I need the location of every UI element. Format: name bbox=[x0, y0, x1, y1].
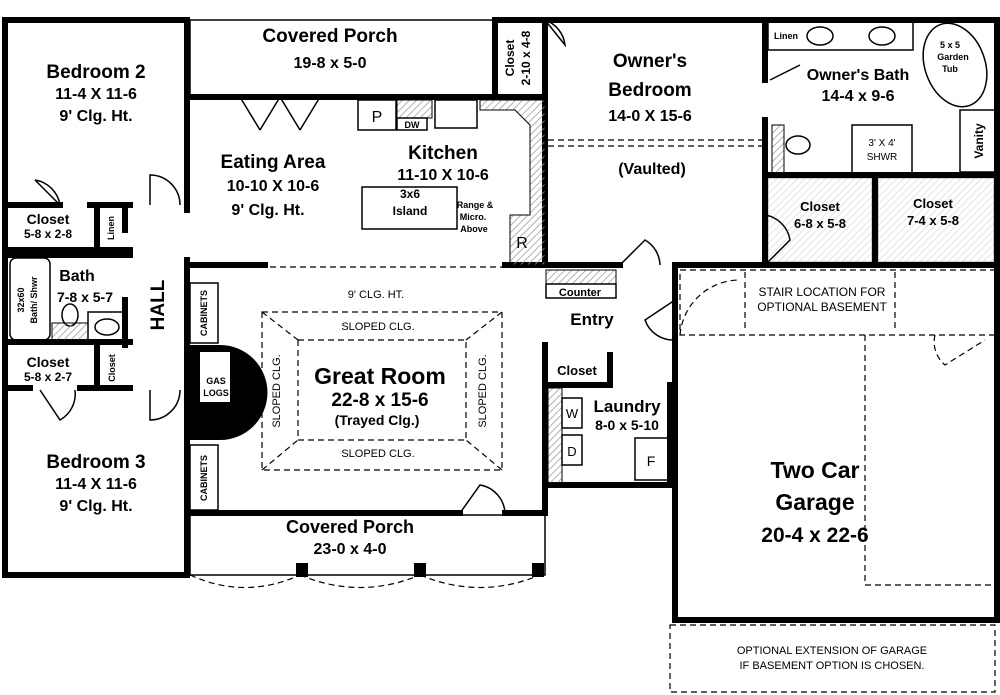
bedroom3-dims: 11-4 X 11-6 bbox=[55, 476, 137, 493]
shower-label-1: 3' X 4' bbox=[868, 138, 895, 149]
garage-ext-label-2: IF BASEMENT OPTION IS CHOSEN. bbox=[740, 660, 925, 672]
bathtub-label-2: Bath/ Shwr bbox=[29, 276, 39, 324]
owners-bedroom-dims: 14-0 X 15-6 bbox=[608, 108, 692, 125]
range-label-2: Micro. bbox=[460, 212, 487, 222]
kitchen-island bbox=[361, 186, 458, 230]
closet-top-name: Closet bbox=[503, 40, 517, 77]
closet-ob2-name: Closet bbox=[913, 196, 953, 211]
bedroom2-ceiling: 9' Clg. Ht. bbox=[59, 108, 132, 125]
garden-tub bbox=[922, 22, 988, 108]
cabinets-bottom-label: CABINETS bbox=[199, 455, 209, 501]
covered-porch-bottom bbox=[189, 514, 546, 576]
entry-closet-label: Closet bbox=[557, 363, 597, 378]
stair-label-2: OPTIONAL BASEMENT bbox=[757, 300, 887, 314]
kitchen-name: Kitchen bbox=[408, 143, 478, 164]
dryer-label: D bbox=[567, 444, 576, 459]
eating-area-name: Eating Area bbox=[221, 152, 326, 173]
garage-name-2: Garage bbox=[775, 489, 854, 515]
bedroom2-name: Bedroom 2 bbox=[46, 62, 145, 83]
eating-area-dims: 10-10 X 10-6 bbox=[227, 178, 320, 195]
covered-porch-top bbox=[189, 19, 496, 98]
garage-name-1: Two Car bbox=[770, 457, 859, 483]
owners-bedroom-name-2: Bedroom bbox=[608, 80, 691, 101]
bathtub bbox=[9, 257, 51, 341]
porch-top-name: Covered Porch bbox=[262, 26, 397, 47]
kitchen-dims: 11-10 X 10-6 bbox=[397, 167, 489, 184]
great-room-note: (Trayed Clg.) bbox=[335, 412, 420, 428]
counter-label: Counter bbox=[559, 287, 602, 299]
porch-bottom-dims: 23-0 x 4-0 bbox=[314, 541, 387, 558]
great-room-ceiling: 9' CLG. HT. bbox=[348, 289, 405, 301]
shower bbox=[851, 124, 913, 174]
stair-label-1: STAIR LOCATION FOR bbox=[759, 285, 886, 299]
porch-bottom-name: Covered Porch bbox=[286, 517, 414, 537]
owners-bath-linen: Linen bbox=[774, 31, 798, 41]
vanity bbox=[959, 109, 996, 173]
owners-bedroom-name-1: Owner's bbox=[613, 51, 687, 72]
porch-arches bbox=[189, 574, 541, 589]
freezer-label: F bbox=[647, 453, 656, 469]
laundry-name: Laundry bbox=[593, 397, 661, 416]
great-room-name: Great Room bbox=[314, 363, 446, 389]
linen-label: Linen bbox=[106, 216, 116, 240]
closet-b3-dims: 5-8 x 2-7 bbox=[24, 370, 72, 384]
bedroom2-dims: 11-4 X 11-6 bbox=[55, 86, 137, 103]
garage-dims: 20-4 x 22-6 bbox=[761, 524, 868, 547]
great-room-dims: 22-8 x 15-6 bbox=[331, 390, 428, 411]
closet-b2-name: Closet bbox=[27, 211, 70, 227]
closet-ob1-dims: 6-8 x 5-8 bbox=[794, 216, 846, 231]
eating-area-ceiling: 9' Clg. Ht. bbox=[231, 202, 304, 219]
sloped-left: SLOPED CLG. bbox=[271, 354, 283, 427]
sloped-bottom: SLOPED CLG. bbox=[341, 448, 414, 460]
closet-b3-name: Closet bbox=[27, 354, 70, 370]
tray-ceiling-inner bbox=[297, 339, 467, 441]
closet-top-dims: 2-10 x 4-8 bbox=[519, 30, 533, 85]
pantry-label: P bbox=[372, 109, 383, 126]
owners-bath-name: Owner's Bath bbox=[807, 67, 910, 84]
tub-label-2: Garden bbox=[937, 52, 969, 62]
sloped-top: SLOPED CLG. bbox=[341, 321, 414, 333]
tray-ceiling-outer bbox=[261, 311, 503, 471]
bedroom3-name: Bedroom 3 bbox=[46, 452, 145, 473]
garage-ext-label-1: OPTIONAL EXTENSION OF GARAGE bbox=[737, 645, 927, 657]
bedroom3-ceiling: 9' Clg. Ht. bbox=[59, 498, 132, 515]
owners-bath-dims: 14-4 x 9-6 bbox=[822, 88, 895, 105]
porch-top-dims: 19-8 x 5-0 bbox=[294, 55, 367, 72]
bathtub-label-1: 32x60 bbox=[16, 287, 26, 312]
vanity-label: Vanity bbox=[972, 123, 986, 159]
bath-name: Bath bbox=[59, 268, 95, 285]
tub-label-3: Tub bbox=[942, 64, 958, 74]
closet-b2-dims: 5-8 x 2-8 bbox=[24, 227, 72, 241]
closet-ob2-dims: 7-4 x 5-8 bbox=[907, 213, 959, 228]
shower-label-2: SHWR bbox=[867, 152, 898, 163]
kitchen-sink bbox=[434, 99, 478, 129]
hall-closet-label: Closet bbox=[107, 354, 117, 382]
entry-name: Entry bbox=[570, 310, 614, 329]
optional-garage-extension bbox=[669, 624, 996, 693]
tub-label-1: 5 x 5 bbox=[940, 40, 960, 50]
island-label-1: 3x6 bbox=[400, 187, 420, 201]
gas-logs-label-1: GAS bbox=[206, 376, 226, 386]
gas-logs-label-2: LOGS bbox=[203, 388, 229, 398]
closet-ob1-name: Closet bbox=[800, 199, 840, 214]
range-label-3: Above bbox=[460, 224, 488, 234]
washer-label: W bbox=[566, 406, 579, 421]
pantry bbox=[357, 99, 397, 131]
laundry-dims: 8-0 x 5-10 bbox=[595, 417, 659, 433]
owners-bedroom-note: (Vaulted) bbox=[618, 161, 686, 178]
dishwasher-label: DW bbox=[405, 120, 420, 130]
hall-label: HALL bbox=[148, 279, 169, 330]
range-label-1: Range & bbox=[457, 200, 494, 210]
fridge-label: R bbox=[516, 235, 528, 252]
sloped-right: SLOPED CLG. bbox=[477, 354, 489, 427]
cabinets-top-label: CABINETS bbox=[199, 290, 209, 336]
bath-dims: 7-8 x 5-7 bbox=[57, 289, 113, 305]
island-label-2: Island bbox=[393, 204, 428, 218]
